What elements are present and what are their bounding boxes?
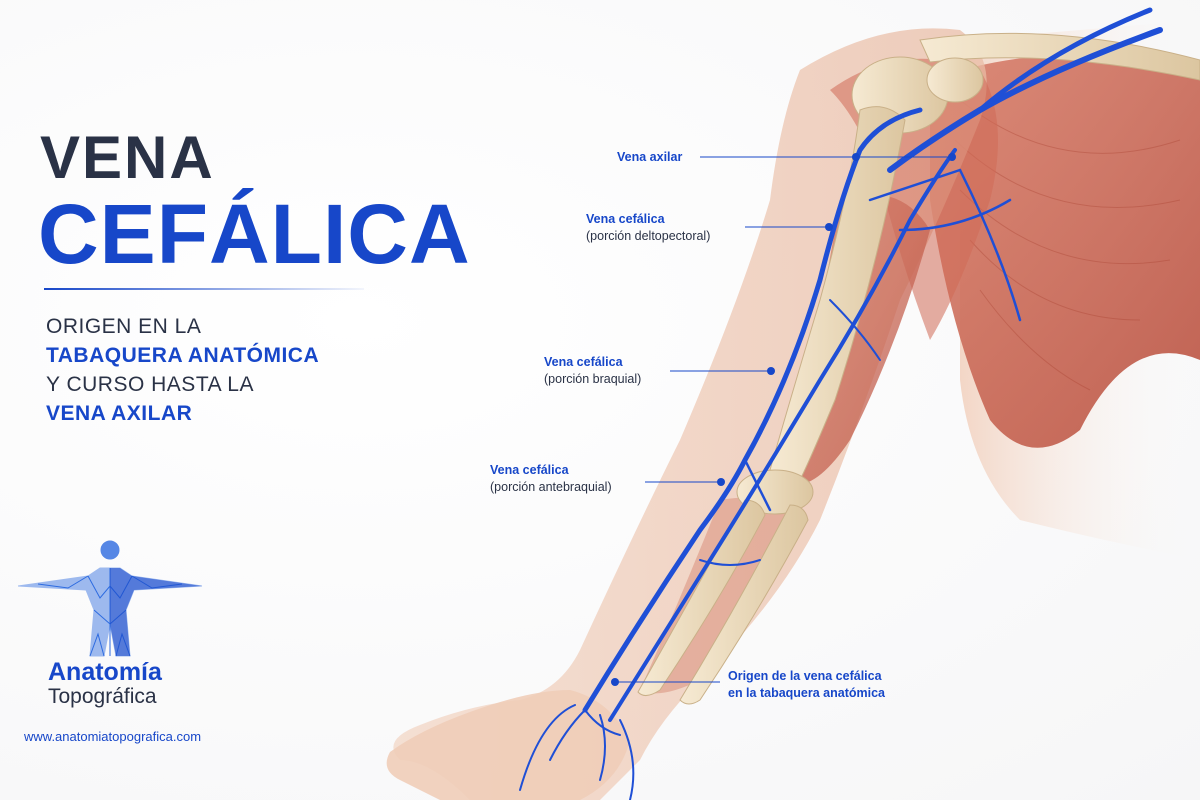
label-antebraquial-sub: (porción antebraquial): [490, 480, 612, 494]
label-origen-main: Origen de la vena cefálica: [728, 669, 882, 683]
hand-skin: [386, 690, 630, 800]
subtitle-line-4: VENA AXILAR: [46, 402, 193, 425]
brand-name: Anatomía: [48, 658, 162, 686]
label-antebraquial: Vena cefálica (porción antebraquial): [490, 462, 612, 496]
label-deltopectoral-sub: (porción deltopectoral): [586, 229, 711, 243]
label-vena-axilar: Vena axilar: [617, 149, 682, 166]
label-origen: Origen de la vena cefálica en la tabaque…: [728, 668, 885, 702]
radius-bone: [637, 499, 766, 696]
label-braquial: Vena cefálica (porción braquial): [544, 354, 641, 388]
label-antebraquial-main: Vena cefálica: [490, 463, 569, 477]
title-divider: [44, 288, 364, 290]
title-line-2: CEFÁLICA: [38, 187, 471, 281]
label-deltopectoral: Vena cefálica (porción deltopectoral): [586, 211, 710, 245]
vein-network: [519, 7, 1163, 800]
label-vena-axilar-main: Vena axilar: [617, 150, 683, 164]
subclavian-vein: [977, 7, 1153, 113]
label-deltopectoral-main: Vena cefálica: [586, 212, 665, 226]
ulna-bone: [679, 504, 809, 705]
subtitle-line-3: Y CURSO HASTA LA: [46, 373, 254, 396]
label-origen-sub: en la tabaquera anatómica: [728, 686, 886, 700]
website-link[interactable]: www.anatomiatopografica.com: [24, 729, 202, 744]
label-braquial-sub: (porción braquial): [544, 372, 642, 386]
subtitle-line-2: TABAQUERA ANATÓMICA: [46, 344, 320, 367]
body-logo-icon: [18, 540, 203, 657]
subtitle-line-1: ORIGEN EN LA: [46, 315, 202, 338]
brand-subname: Topográfica: [48, 685, 157, 708]
label-braquial-main: Vena cefálica: [544, 355, 623, 369]
subtitle: ORIGEN EN LA TABAQUERA ANATÓMICA Y CURSO…: [46, 312, 406, 428]
basilic-vein: [608, 148, 957, 722]
leader-dots: [611, 153, 956, 686]
leader-lines: [615, 156, 952, 683]
cephalic-vein: [582, 107, 923, 713]
title-line-1: VENA: [40, 124, 215, 191]
scapula-process: [926, 57, 984, 103]
clavicle-bone: [919, 32, 1200, 81]
